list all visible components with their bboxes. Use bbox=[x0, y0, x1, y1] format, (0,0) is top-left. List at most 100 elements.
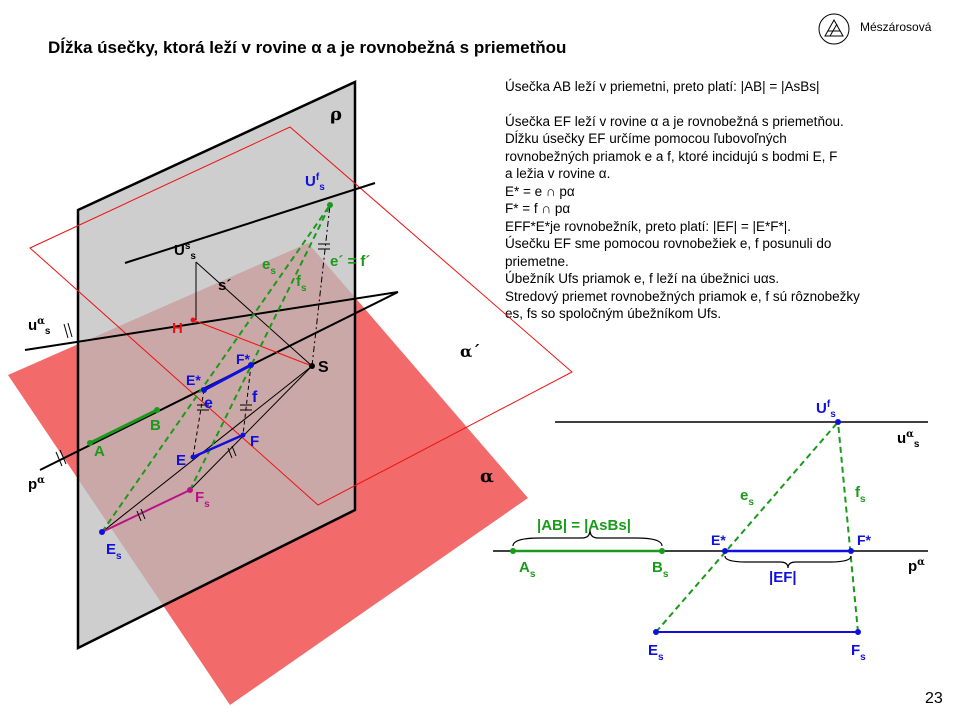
r-label-es-sub: s bbox=[748, 497, 754, 508]
svg-text:fs: fs bbox=[855, 484, 866, 505]
segment-e-star-f-star bbox=[203, 363, 252, 392]
label-uf-sub: s bbox=[319, 182, 325, 193]
text-line: Úbežník Ufs priamok e, f leží na úbežnic… bbox=[505, 271, 780, 286]
r-label-ef: |EF| bbox=[769, 569, 797, 586]
svg-text:pα: pα bbox=[908, 557, 925, 575]
label-es-sub: s bbox=[270, 266, 276, 277]
page-title: Dĺžka úsečky, ktorá leží v rovine α a je… bbox=[48, 38, 567, 57]
brace-ab bbox=[512, 529, 663, 547]
label-p-alpha: p bbox=[28, 476, 37, 493]
label-u-alpha: u bbox=[28, 317, 37, 334]
segment-ab bbox=[89, 408, 158, 445]
label-uf-sup: f bbox=[316, 172, 320, 183]
author-name: Mészárosová bbox=[860, 20, 932, 34]
text-line: Úsečka AB leží v priemetni, preto platí:… bbox=[505, 79, 820, 94]
r-label-uf-sub: s bbox=[830, 409, 836, 420]
r-label-es-point: E bbox=[648, 642, 658, 659]
label-es-point-sub: s bbox=[116, 551, 122, 562]
label-e-point: E bbox=[176, 452, 186, 469]
svg-text:pα: pα bbox=[28, 475, 45, 493]
svg-text:Ufs: Ufs bbox=[816, 399, 836, 420]
label-alpha: α bbox=[480, 466, 494, 487]
svg-text:Bs: Bs bbox=[652, 559, 669, 580]
text-line: Dĺžku úsečky EF určíme pomocou ľubovoľný… bbox=[505, 131, 787, 146]
label-fs: f bbox=[296, 273, 302, 290]
svg-text:Fs: Fs bbox=[195, 489, 210, 510]
r-label-uf: U bbox=[816, 400, 827, 417]
r-label-bs-sub: s bbox=[663, 569, 669, 580]
label-u-alpha-sup: α bbox=[37, 316, 45, 327]
label-s: S bbox=[318, 359, 329, 376]
text-line: priemetne. bbox=[505, 253, 569, 269]
r-label-fs-point: F bbox=[851, 642, 860, 659]
label-es-point: E bbox=[106, 541, 116, 558]
r-label-as-sub: s bbox=[530, 569, 536, 580]
page-number: 23 bbox=[925, 690, 943, 707]
text-line: Úsečku EF sme pomocou rovnobežiek e, f p… bbox=[505, 236, 832, 251]
text-line: Úsečka EF leží v rovine α a je rovnobežn… bbox=[505, 113, 844, 129]
svg-text:es: es bbox=[262, 256, 276, 277]
label-b: B bbox=[150, 417, 161, 434]
label-a: A bbox=[94, 443, 105, 460]
segment-es-fs bbox=[101, 489, 191, 533]
svg-text:Uss: Uss bbox=[174, 241, 196, 262]
line-fs-r bbox=[837, 421, 859, 633]
label-e-f-prime: e´ = f´ bbox=[330, 253, 370, 270]
r-label-u-alpha-sub: s bbox=[914, 439, 920, 450]
label-h: H bbox=[172, 320, 183, 337]
label-u-alpha-sub: s bbox=[45, 326, 51, 337]
explanation-text: Úsečka AB leží v priemetni, preto platí:… bbox=[505, 78, 925, 323]
svg-text:es: es bbox=[740, 487, 754, 508]
label-us-sub: s bbox=[190, 251, 196, 262]
r-label-p-alpha: p bbox=[908, 558, 917, 575]
svg-text:fs: fs bbox=[296, 273, 307, 294]
label-uf: U bbox=[305, 173, 316, 190]
svg-text:Ufs: Ufs bbox=[305, 172, 325, 193]
r-label-p-alpha-sup: α bbox=[917, 557, 925, 568]
r-label-es-point-sub: s bbox=[658, 652, 664, 663]
svg-text:Es: Es bbox=[648, 642, 664, 663]
r-label-as: A bbox=[519, 559, 530, 576]
svg-text:Es: Es bbox=[106, 541, 122, 562]
label-f-point: F bbox=[250, 433, 259, 450]
svg-text:Fs: Fs bbox=[851, 642, 866, 663]
r-label-u-alpha: u bbox=[897, 430, 906, 447]
label-us: U bbox=[174, 242, 185, 259]
brace-ef bbox=[724, 555, 852, 569]
text-line: EFF*E*je rovnobežník, preto platí: |EF| … bbox=[505, 218, 792, 234]
r-label-es: e bbox=[740, 487, 748, 504]
vanishing-line-u-alpha-s bbox=[24, 291, 399, 351]
line-e-s bbox=[101, 204, 331, 533]
svg-text:uαs: uαs bbox=[897, 429, 920, 450]
plane-rho bbox=[76, 80, 357, 651]
label-e: e bbox=[204, 395, 213, 412]
line-es-r bbox=[655, 421, 839, 633]
label-s-prime: s´ bbox=[218, 277, 231, 294]
label-alpha-prime: α´ bbox=[460, 342, 480, 361]
svg-text:uαs: uαs bbox=[28, 316, 51, 337]
r-label-e-star: E* bbox=[711, 532, 726, 548]
label-f-star: F* bbox=[236, 351, 251, 367]
text-line: rovnobežných priamok e a f, ktoré incidu… bbox=[505, 148, 838, 164]
label-e-star: E* bbox=[186, 372, 201, 388]
label-es: e bbox=[262, 256, 270, 273]
horizon-line bbox=[124, 182, 376, 264]
label-p-alpha-sup: α bbox=[37, 475, 45, 486]
label-fs-point: F bbox=[195, 489, 204, 506]
text-line: E* = e ∩ pα bbox=[505, 183, 575, 199]
label-us-sup: s bbox=[185, 241, 191, 252]
svg-text:As: As bbox=[519, 559, 536, 580]
author-logo-icon bbox=[818, 13, 850, 45]
r-label-ab-eq: |AB| = |AsBs| bbox=[537, 517, 631, 534]
label-fs-sub: s bbox=[301, 283, 307, 294]
text-line: F* = f ∩ pα bbox=[505, 201, 571, 216]
r-label-u-alpha-sup: α bbox=[906, 429, 914, 440]
r-label-uf-sup: f bbox=[827, 399, 831, 410]
r-label-bs: B bbox=[652, 559, 663, 576]
text-line: Stredový priemet rovnobežných priamok e,… bbox=[505, 288, 860, 304]
text-line: a ležia v rovine α. bbox=[505, 166, 611, 181]
label-f: f bbox=[252, 389, 258, 406]
